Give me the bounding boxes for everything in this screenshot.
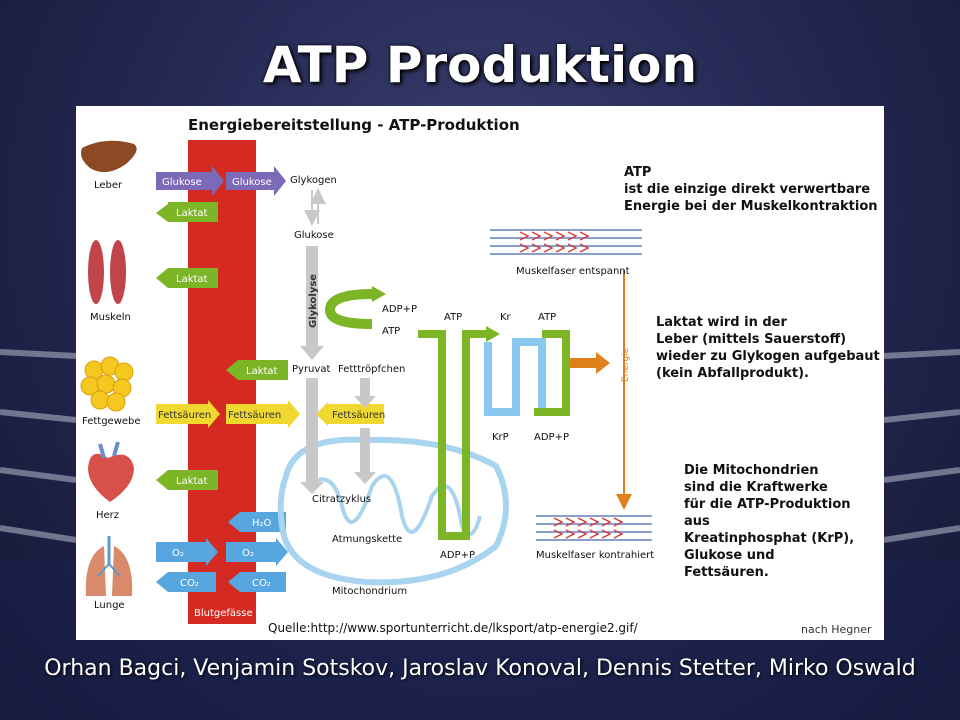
heart-icon bbox=[88, 441, 134, 502]
label-glykolyse: Glykolyse bbox=[308, 274, 319, 328]
source-citation: Quelle:http://www.sportunterricht.de/lks… bbox=[268, 621, 638, 635]
atp-loop-arrow bbox=[324, 289, 373, 329]
h2o-arrow: H₂O bbox=[228, 512, 286, 532]
svg-text:ATP: ATP bbox=[624, 165, 651, 180]
svg-text:(kein Abfallprodukt).: (kein Abfallprodukt). bbox=[656, 366, 809, 381]
fat-tissue-icon bbox=[80, 356, 134, 412]
author-credit: nach Hegner bbox=[801, 623, 872, 636]
svg-text:ADP+P: ADP+P bbox=[440, 550, 475, 561]
svg-text:für die ATP-Produktion: für die ATP-Produktion bbox=[684, 497, 851, 512]
atp-u-tube bbox=[418, 330, 488, 540]
note-atp: ATP ist die einzige direkt verwertbare E… bbox=[624, 165, 878, 214]
krp-loop-blue bbox=[484, 338, 546, 416]
svg-text:Glukose und: Glukose und bbox=[684, 548, 775, 563]
laktat-arrow-pyruvat: Laktat bbox=[226, 360, 288, 380]
organ-lunge: Lunge bbox=[94, 600, 125, 611]
svg-text:Glukose: Glukose bbox=[162, 177, 202, 188]
svg-text:ADP+P: ADP+P bbox=[382, 304, 417, 315]
svg-text:Laktat wird in der: Laktat wird in der bbox=[656, 315, 787, 330]
laktat-arrow-herz: Laktat bbox=[156, 470, 218, 490]
svg-text:sind die Kraftwerke: sind die Kraftwerke bbox=[684, 480, 828, 495]
muscle-fiber-relaxed bbox=[490, 229, 642, 255]
svg-text:CO₂: CO₂ bbox=[252, 578, 271, 589]
atp-loop-right bbox=[534, 330, 570, 416]
svg-text:Laktat: Laktat bbox=[176, 274, 208, 285]
label-fetttroepfchen: Fetttröpfchen bbox=[338, 364, 405, 375]
laktat-arrow-leber: Laktat bbox=[156, 202, 218, 222]
muscle-fiber-contracted bbox=[536, 515, 652, 541]
svg-text:H₂O: H₂O bbox=[252, 518, 272, 529]
svg-text:Leber (mittels Sauerstoff): Leber (mittels Sauerstoff) bbox=[656, 332, 846, 347]
slide-title: ATP Produktion bbox=[262, 36, 698, 94]
organ-fettgewebe: Fettgewebe bbox=[82, 416, 141, 427]
lungs-icon bbox=[85, 536, 133, 596]
svg-text:ADP+P: ADP+P bbox=[534, 432, 569, 443]
svg-text:Energie bei der Muskelkontrakt: Energie bei der Muskelkontraktion bbox=[624, 199, 878, 214]
note-laktat: Laktat wird in der Leber (mittels Sauers… bbox=[656, 315, 880, 381]
svg-text:ATP: ATP bbox=[538, 312, 556, 323]
svg-text:ist die einzige direkt verwert: ist die einzige direkt verwertbare bbox=[624, 182, 870, 197]
svg-text:Laktat: Laktat bbox=[246, 366, 278, 377]
o2-arrow-1: O₂ bbox=[156, 538, 218, 566]
muscle-icon bbox=[88, 240, 126, 304]
svg-text:ATP: ATP bbox=[444, 312, 462, 323]
diagram-title: Energiebereitstellung - ATP-Produktion bbox=[188, 116, 520, 134]
o2-arrow-2: O₂ bbox=[226, 538, 288, 566]
label-muskelfaser-entspannt: Muskelfaser entspannt bbox=[516, 266, 630, 277]
diagram-panel: Energiebereitstellung - ATP-Produktion B… bbox=[76, 106, 884, 640]
label-energie: Energie bbox=[621, 347, 631, 382]
fettsaeuren-arrow-3: Fettsäuren bbox=[316, 402, 385, 426]
svg-text:aus: aus bbox=[684, 514, 710, 529]
blood-vessel-label: Blutgefässe bbox=[194, 608, 253, 619]
svg-text:CO₂: CO₂ bbox=[180, 578, 199, 589]
co2-arrow-2: CO₂ bbox=[228, 572, 286, 592]
svg-text:Glukose: Glukose bbox=[232, 177, 272, 188]
fettsaeuren-arrow-1: Fettsäuren bbox=[156, 400, 220, 428]
svg-text:Laktat: Laktat bbox=[176, 476, 208, 487]
svg-text:Laktat: Laktat bbox=[176, 208, 208, 219]
label-citratzyklus: Citratzyklus bbox=[312, 494, 371, 505]
svg-text:wieder zu Glykogen aufgebaut: wieder zu Glykogen aufgebaut bbox=[656, 349, 880, 364]
liver-icon bbox=[81, 140, 137, 173]
svg-text:ATP: ATP bbox=[382, 326, 400, 337]
label-glykogen: Glykogen bbox=[290, 175, 337, 186]
svg-text:Fettsäuren: Fettsäuren bbox=[158, 410, 211, 421]
glukose-arrow-1: Glukose bbox=[156, 166, 224, 196]
label-pyruvat: Pyruvat bbox=[292, 364, 330, 375]
label-glukose: Glukose bbox=[294, 230, 334, 241]
organ-leber: Leber bbox=[94, 180, 123, 191]
label-muskelfaser-kontrahiert: Muskelfaser kontrahiert bbox=[536, 550, 654, 561]
svg-text:O₂: O₂ bbox=[242, 548, 254, 559]
organ-muskeln: Muskeln bbox=[90, 312, 131, 323]
label-atmungskette: Atmungskette bbox=[332, 534, 402, 545]
atp-diagram: Energiebereitstellung - ATP-Produktion B… bbox=[80, 116, 880, 624]
note-mitochondrien: Die Mitochondrien sind die Kraftwerke fü… bbox=[684, 463, 854, 580]
svg-text:O₂: O₂ bbox=[172, 548, 184, 559]
fettsaeuren-arrow-2: Fettsäuren bbox=[226, 400, 300, 428]
authors-footer: Orhan Bagci, Venjamin Sotskov, Jaroslav … bbox=[44, 656, 916, 681]
svg-text:KrP: KrP bbox=[492, 432, 509, 443]
svg-text:Fettsäuren: Fettsäuren bbox=[228, 410, 281, 421]
glukose-arrow-2: Glukose bbox=[226, 166, 286, 196]
co2-arrow-1: CO₂ bbox=[156, 572, 216, 592]
svg-text:Kr: Kr bbox=[500, 312, 512, 323]
organ-herz: Herz bbox=[96, 510, 119, 521]
svg-text:Die Mitochondrien: Die Mitochondrien bbox=[684, 463, 819, 478]
laktat-arrow-muskeln: Laktat bbox=[156, 268, 218, 288]
svg-text:Fettsäuren: Fettsäuren bbox=[332, 410, 385, 421]
svg-text:Fettsäuren.: Fettsäuren. bbox=[684, 565, 769, 580]
svg-text:Kreatinphosphat (KrP),: Kreatinphosphat (KrP), bbox=[684, 531, 854, 546]
label-mitochondrium: Mitochondrium bbox=[332, 586, 407, 597]
